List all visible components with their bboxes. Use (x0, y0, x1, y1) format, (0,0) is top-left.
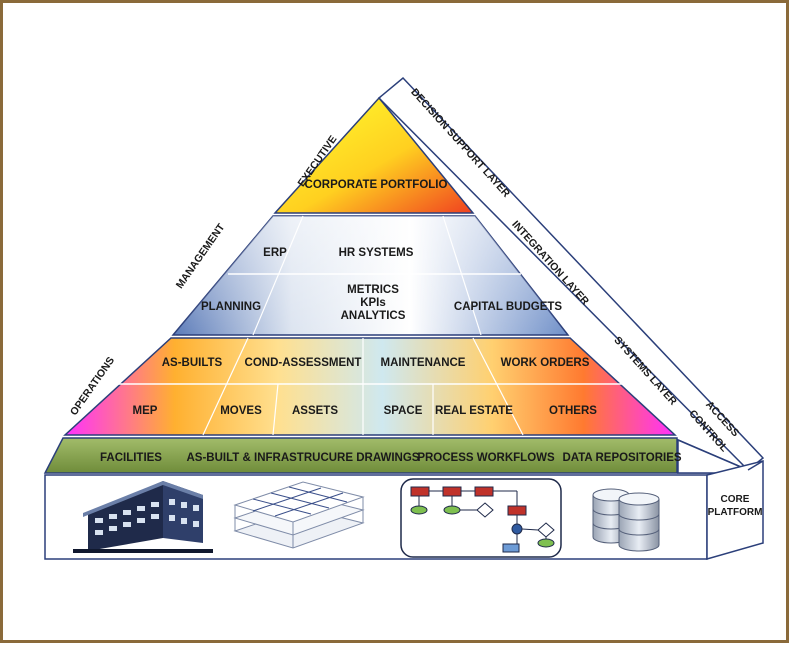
database-icon (592, 488, 660, 552)
corporate-portfolio-label: CORPORATE PORTFOLIO (305, 179, 448, 191)
work-orders-label: WORK ORDERS (501, 357, 590, 369)
building-icon (73, 481, 213, 553)
as-built-drawings-label: AS-BUILT & INFRASTRUCURE DRAWINGS (187, 452, 420, 464)
platform-label: PLATFORM (708, 507, 763, 518)
metrics-label: METRICS (347, 284, 399, 296)
data-repositories-label: DATA REPOSITORIES (562, 452, 681, 464)
as-builts-label: AS-BUILTS (162, 357, 223, 369)
cond-assessment-label: COND-ASSESSMENT (245, 357, 362, 369)
kpis-label: KPIs (360, 297, 386, 309)
core-platform-side (706, 460, 764, 560)
pyramid-diagram: CORPORATE PORTFOLIO ERP HR SYSTEMS PLANN… (43, 76, 765, 560)
assets-label: ASSETS (292, 405, 338, 417)
erp-label: ERP (263, 247, 287, 259)
real-estate-label: REAL ESTATE (435, 405, 513, 417)
capital-budgets-label: CAPITAL BUDGETS (454, 301, 563, 313)
pyramid-side-wall (377, 76, 765, 472)
operations-tier (63, 337, 677, 436)
planning-label: PLANNING (201, 301, 261, 313)
mep-label: MEP (133, 405, 158, 417)
hr-systems-label: HR SYSTEMS (339, 247, 414, 259)
workflow-icon (400, 478, 562, 558)
analytics-label: ANALYTICS (341, 310, 406, 322)
floor-plan-icon (233, 481, 365, 549)
facilities-label: FACILITIES (100, 452, 162, 464)
process-workflows-label: PROCESS WORKFLOWS (417, 452, 555, 464)
maintenance-label: MAINTENANCE (381, 357, 466, 369)
core-label: CORE (721, 494, 750, 505)
moves-label: MOVES (220, 405, 262, 417)
facilities-band (43, 437, 678, 474)
others-label: OTHERS (549, 405, 597, 417)
space-label: SPACE (384, 405, 423, 417)
executive-tier (273, 96, 475, 214)
